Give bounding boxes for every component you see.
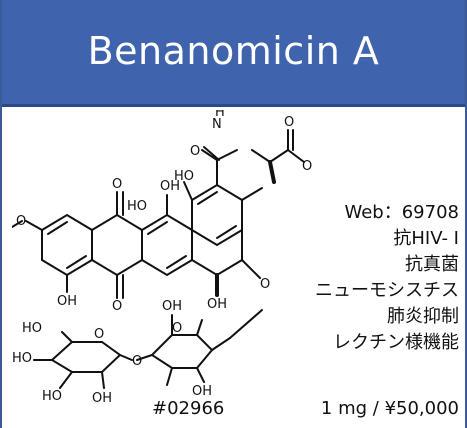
svg-text:OH: OH	[207, 297, 227, 312]
activity-pneumonia-suppression: 肺炎抑制	[387, 306, 459, 327]
svg-text:O: O	[94, 327, 104, 342]
svg-text:O: O	[172, 321, 182, 336]
svg-text:HO: HO	[42, 389, 62, 404]
svg-text:OH: OH	[160, 179, 180, 194]
svg-text:OH: OH	[192, 384, 212, 399]
price-label: 1 mg / ¥50,000	[320, 398, 459, 419]
svg-text:OH: OH	[92, 391, 112, 406]
activity-anti-hiv: 抗HIV- I	[393, 228, 459, 249]
footer-row: #02966 1 mg / ¥50,000	[152, 398, 459, 426]
activity-antifungal: 抗真菌	[405, 254, 459, 275]
svg-text:O: O	[16, 214, 26, 229]
svg-text:O: O	[190, 144, 200, 159]
svg-text:O: O	[132, 354, 142, 369]
svg-text:N: N	[212, 117, 222, 132]
svg-text:HO: HO	[22, 321, 42, 336]
activity-pneumocystis: ニューモシスチス	[315, 280, 459, 301]
svg-text:O: O	[260, 277, 270, 292]
svg-text:O: O	[112, 299, 122, 314]
description-lines: Web：69708 抗HIV- I 抗真菌 ニューモシスチス 肺炎抑制 レクチン…	[315, 200, 459, 356]
header-banner: Benanomicin A	[2, 0, 465, 107]
web-number: Web：69708	[344, 202, 459, 223]
svg-text:O: O	[112, 177, 122, 192]
svg-text:HO: HO	[12, 351, 32, 366]
svg-text:OH: OH	[162, 299, 182, 314]
svg-text:HO: HO	[127, 199, 147, 214]
svg-text:HO: HO	[174, 169, 194, 184]
catalog-number: #02966	[152, 398, 225, 419]
compound-title: Benanomicin A	[87, 29, 380, 73]
svg-text:OH: OH	[302, 159, 312, 174]
svg-text:OH: OH	[57, 294, 77, 309]
activity-lectin-like: レクチン様機能	[333, 332, 459, 353]
svg-text:H: H	[215, 110, 225, 120]
svg-text:O: O	[284, 115, 294, 130]
